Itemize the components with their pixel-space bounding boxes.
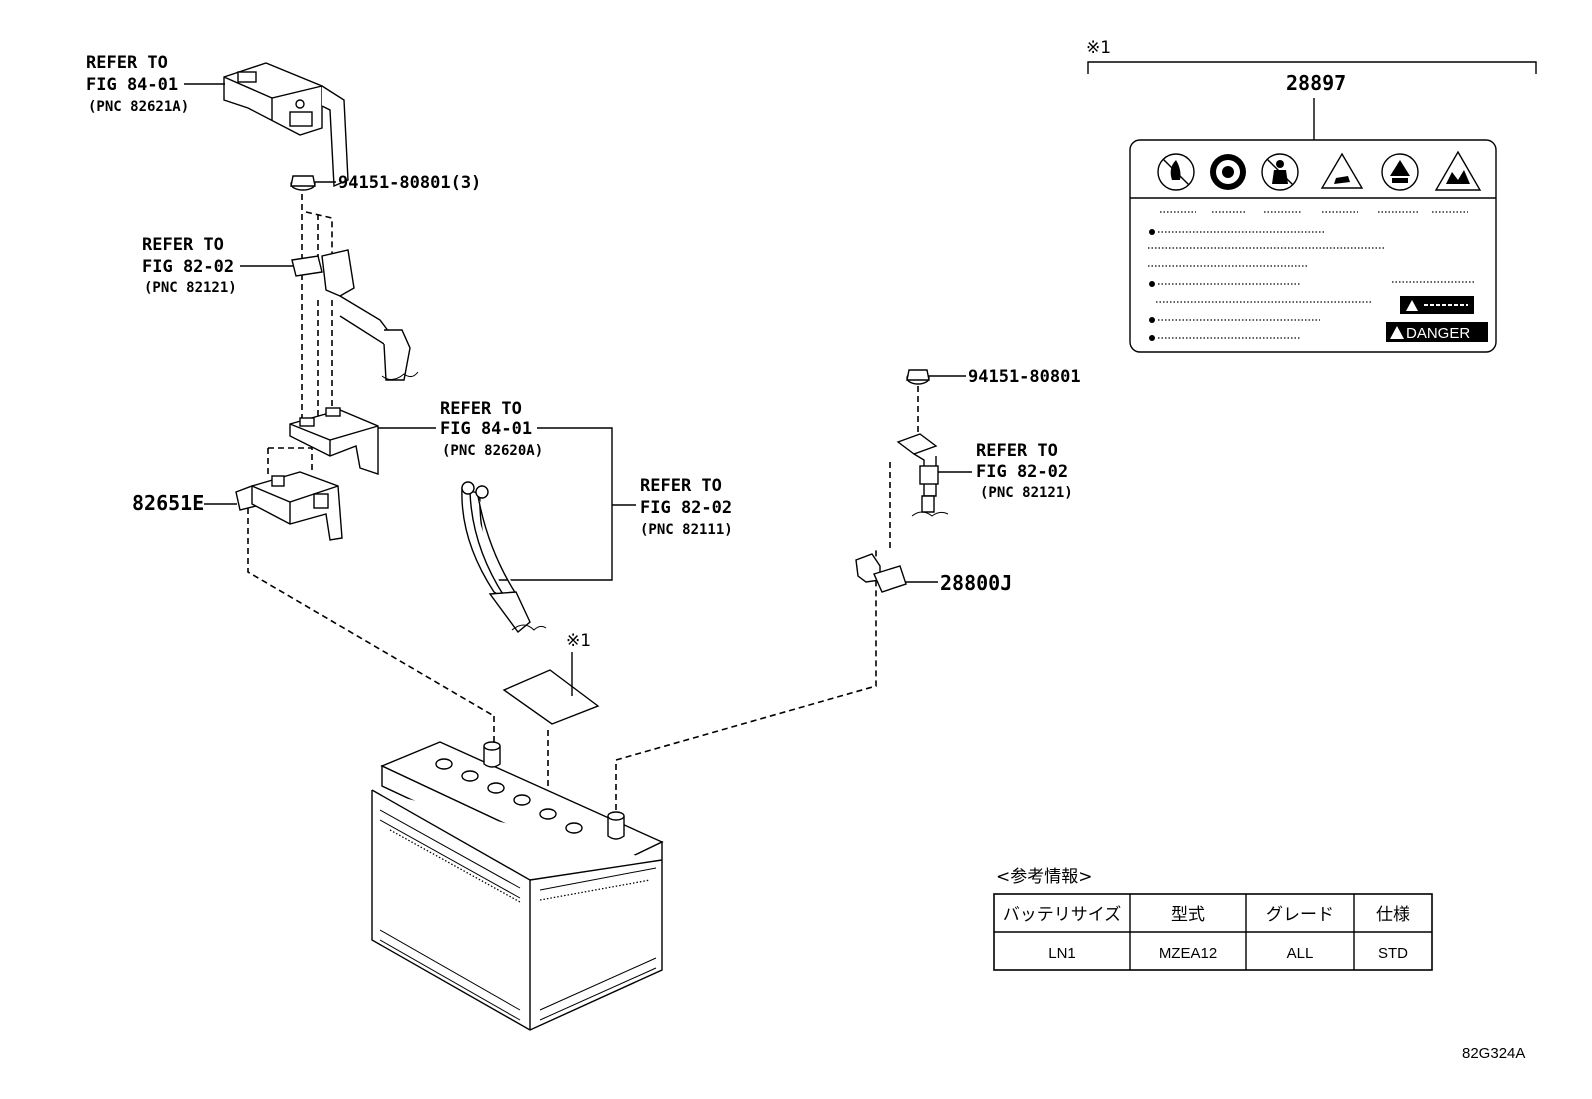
table-caption: <参考情報> (996, 867, 1093, 887)
pnc-text: (PNC 82121) (980, 485, 1073, 501)
battery-terminal-cover-top (223, 62, 349, 188)
warning-label-group: ※1 28897 (1086, 38, 1537, 353)
fig-ref-text: FIG 82-02 (640, 498, 732, 518)
fig-ref-text: FIG 82-02 (976, 462, 1068, 482)
terminal-part-number: 28800J (940, 571, 1012, 595)
table-header-cell: 型式 (1171, 905, 1205, 925)
eye-protection-icon (1210, 154, 1246, 190)
fuse-block-center (289, 407, 379, 475)
fig-ref-text: FIG 84-01 (86, 75, 178, 95)
note-mark-large: ※1 (1086, 38, 1111, 58)
reference-info-table: <参考情報> バッテリサイズ 型式 グレード 仕様 LN1 MZEA12 ALL… (993, 867, 1433, 971)
label-part-number: 28897 (1286, 71, 1346, 95)
nut-right-part-number: 94151-80801 (968, 367, 1081, 387)
refer-to-text: REFER TO (640, 476, 722, 496)
positive-cable-terminal (291, 249, 419, 381)
callout-bracket: 82651E (132, 491, 237, 515)
caution-badge (1400, 296, 1474, 314)
pnc-text: (PNC 82121) (144, 280, 237, 296)
nut-top: 94151-80801(3) (290, 173, 481, 193)
figure-id: 82G324A (1462, 1045, 1525, 1062)
refer-to-text: REFER TO (440, 399, 522, 419)
pnc-text: (PNC 82111) (640, 522, 733, 538)
note-mark-small: ※1 (566, 631, 591, 651)
pnc-text: (PNC 82621A) (88, 99, 189, 115)
danger-badge: DANGER (1386, 322, 1488, 342)
danger-text: DANGER (1406, 325, 1470, 342)
table-header-cell: 仕様 (1376, 905, 1410, 925)
label-sheet-on-battery: ※1 (502, 631, 600, 725)
refer-to-text: REFER TO (976, 441, 1058, 461)
pnc-text: (PNC 82620A) (442, 443, 543, 459)
table-header-cell: バッテリサイズ (1003, 905, 1122, 925)
battery-hold-bracket (235, 471, 343, 541)
bracket-part-number: 82651E (132, 491, 204, 515)
negative-cable-terminal (896, 433, 949, 517)
callout-right-refer: REFER TO FIG 82-02 (PNC 82121) (938, 441, 1073, 501)
battery-cable-bundle (461, 481, 547, 634)
label-text-lines (1148, 229, 1474, 341)
table-cell: MZEA12 (1159, 945, 1217, 962)
battery (371, 741, 664, 1031)
acid-warning-icon (1320, 152, 1364, 189)
nut-right: 94151-80801 (906, 367, 1081, 387)
callout-cable-refer: REFER TO FIG 82-02 (PNC 82111) (612, 476, 733, 538)
callout-mid-left-refer: REFER TO FIG 82-02 (PNC 82121) (142, 235, 293, 296)
fig-ref-text: FIG 82-02 (142, 257, 234, 277)
fig-ref-text: FIG 84-01 (440, 419, 532, 439)
table-cell: LN1 (1048, 945, 1076, 962)
refer-to-text: REFER TO (86, 53, 168, 73)
table-cell: STD (1378, 945, 1408, 962)
refer-to-text: REFER TO (142, 235, 224, 255)
negative-terminal-clamp: 28800J (855, 553, 1012, 595)
no-flame-icon (1157, 153, 1195, 191)
explosion-warning-icon (1434, 150, 1482, 191)
table-header-cell: グレード (1266, 905, 1334, 925)
keep-children-away-icon (1261, 153, 1299, 191)
table-cell: ALL (1287, 945, 1314, 962)
callout-center-refer: REFER TO FIG 84-01 (PNC 82620A) (378, 399, 613, 581)
callout-top-refer: REFER TO FIG 84-01 (PNC 82621A) (86, 53, 225, 115)
read-manual-icon (1381, 153, 1419, 191)
nut-top-part-number: 94151-80801(3) (338, 173, 481, 193)
